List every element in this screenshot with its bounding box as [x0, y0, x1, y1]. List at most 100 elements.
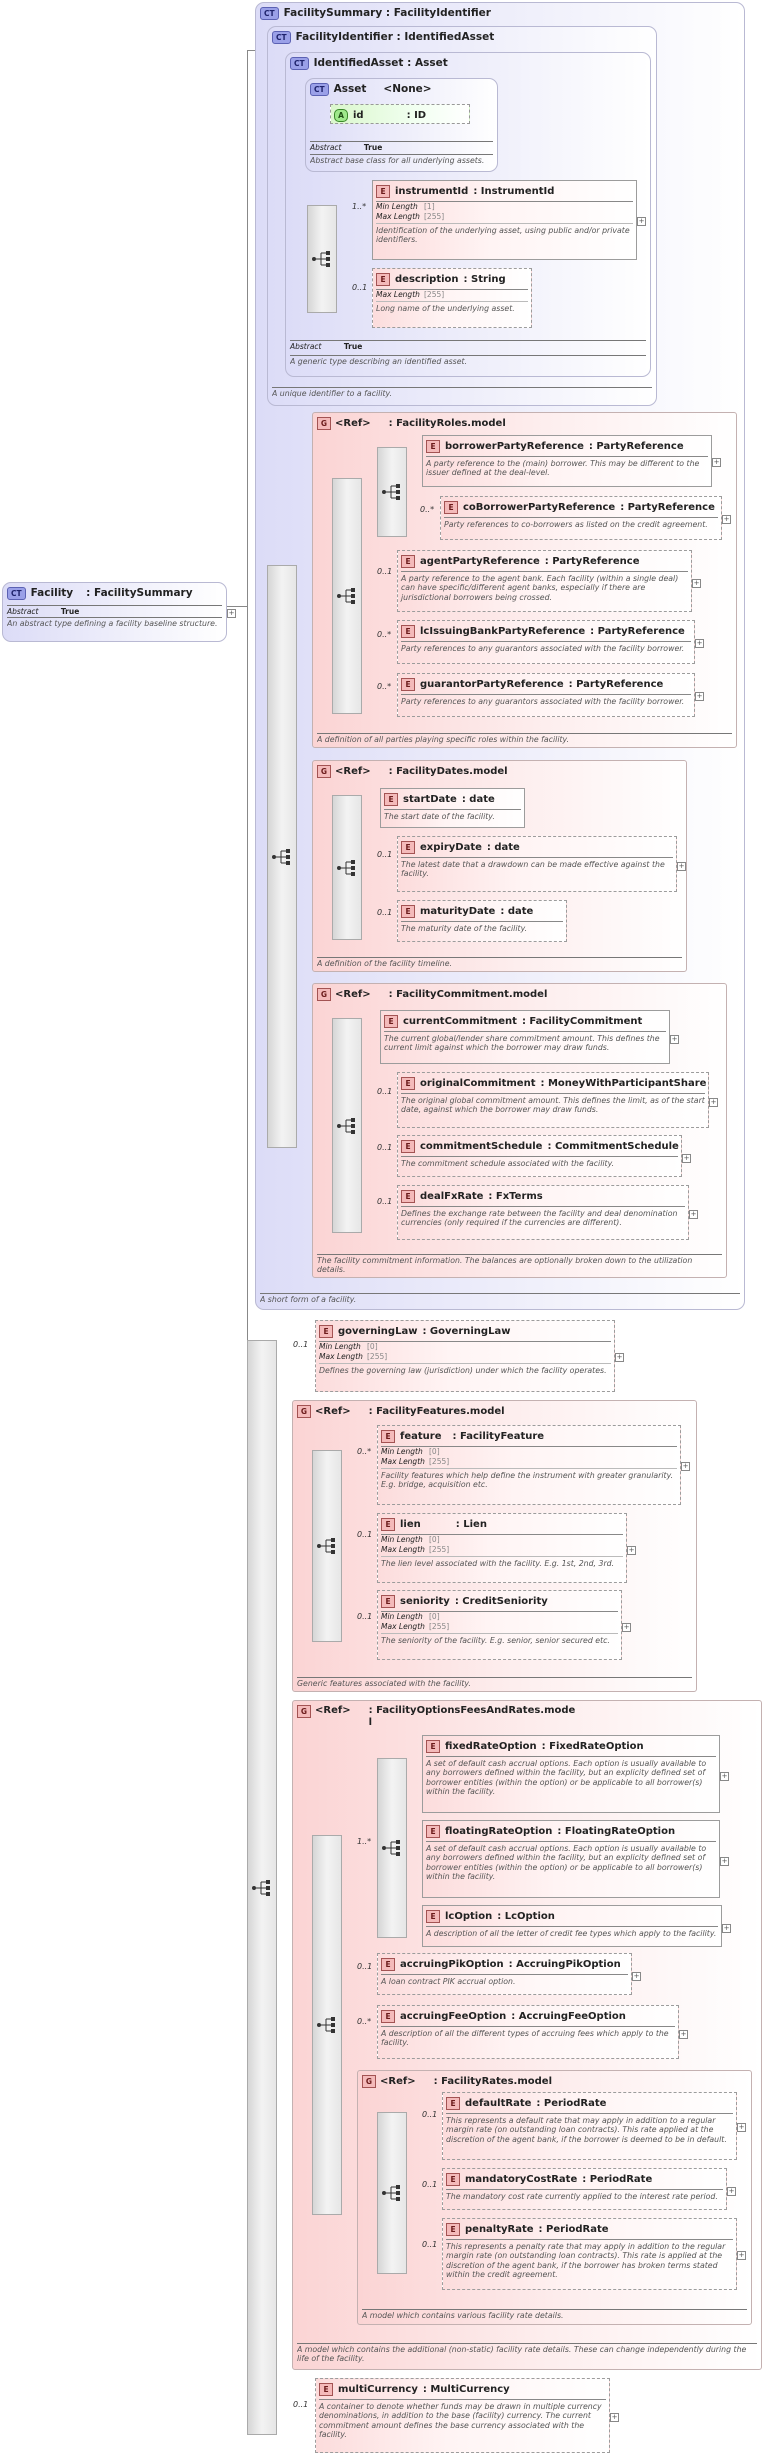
element-icon: E: [426, 1909, 440, 1923]
element-icon: E: [444, 500, 458, 514]
expand-icon[interactable]: +: [682, 1154, 691, 1163]
maturity-date-element[interactable]: E maturityDate : date The maturity date …: [397, 900, 567, 942]
element-name: dealFxRate: [420, 1190, 484, 1202]
element-icon: E: [446, 2172, 460, 2186]
expand-icon[interactable]: +: [632, 1972, 641, 1981]
multi-currency-element[interactable]: E multiCurrency : MultiCurrency A contai…: [315, 2378, 619, 2453]
expand-icon[interactable]: +: [610, 2413, 619, 2422]
id-attribute[interactable]: A id : ID: [330, 104, 470, 124]
expand-icon[interactable]: +: [689, 1210, 698, 1219]
sequence-compositor[interactable]: [267, 565, 297, 1148]
expand-icon[interactable]: +: [692, 579, 701, 588]
instrument-id-element[interactable]: E instrumentId : InstrumentId Min Length…: [372, 180, 646, 260]
sequence-compositor[interactable]: [312, 1450, 342, 1642]
lien-element[interactable]: E lien : Lien Min Length[0] Max Length[2…: [377, 1513, 636, 1583]
sequence-icon: [252, 1879, 270, 1896]
element-name: agentPartyReference: [420, 555, 540, 567]
expand-icon[interactable]: +: [227, 609, 236, 618]
expand-icon[interactable]: +: [627, 1546, 636, 1555]
expand-icon[interactable]: +: [737, 2123, 746, 2132]
mandatory-cost-rate-element[interactable]: E mandatoryCostRate : PeriodRate The man…: [442, 2168, 736, 2210]
penalty-rate-element[interactable]: E penaltyRate : PeriodRate This represen…: [442, 2218, 746, 2290]
expand-icon[interactable]: +: [695, 639, 704, 648]
group-title: : FacilityOptionsFeesAndRates.mode: [368, 1705, 576, 1716]
default-rate-element[interactable]: E defaultRate : PeriodRate This represen…: [442, 2092, 746, 2160]
expand-icon[interactable]: +: [622, 1623, 631, 1632]
expand-icon[interactable]: +: [677, 862, 686, 871]
commitment-schedule-element[interactable]: E commitmentSchedule : CommitmentSchedul…: [397, 1135, 691, 1177]
sequence-compositor[interactable]: [377, 2112, 407, 2274]
group-ref: <Ref>: [335, 766, 371, 777]
expand-icon[interactable]: +: [615, 1353, 624, 1362]
expand-icon[interactable]: +: [722, 1924, 731, 1933]
sequence-compositor[interactable]: [332, 478, 362, 714]
element-icon: E: [446, 2222, 460, 2236]
expand-icon[interactable]: +: [727, 2187, 736, 2196]
choice-compositor[interactable]: [377, 1758, 407, 1938]
expand-icon[interactable]: +: [720, 1857, 729, 1866]
element-icon: E: [384, 1014, 398, 1028]
sequence-compositor[interactable]: [312, 1835, 342, 2215]
element-doc: A party reference to the (main) borrower…: [426, 459, 700, 478]
group-title: : FacilityRates.model: [433, 2076, 552, 2087]
lc-option-element[interactable]: E lcOption : LcOption A description of a…: [422, 1905, 731, 1947]
asset-box[interactable]: CT Asset <None> Abstract True Abstract b…: [305, 78, 498, 172]
expand-icon[interactable]: +: [712, 458, 721, 467]
element-icon: E: [401, 677, 415, 691]
sequence-compositor[interactable]: [307, 205, 337, 313]
element-name: lcIssuingBankPartyReference: [420, 625, 586, 637]
identified-asset-doc: A generic type describing an identified …: [290, 355, 646, 366]
element-name: originalCommitment: [420, 1077, 536, 1089]
guarantor-party-reference-element[interactable]: E guarantorPartyReference : PartyReferen…: [397, 673, 704, 717]
cardinality: 0..1: [357, 1962, 373, 1971]
element-icon: E: [426, 1824, 440, 1838]
accruing-pik-option-element[interactable]: E accruingPikOption : AccruingPikOption …: [377, 1953, 641, 1995]
original-commitment-element[interactable]: E originalCommitment : MoneyWithParticip…: [397, 1072, 718, 1128]
sequence-compositor[interactable]: [377, 447, 407, 537]
expand-icon[interactable]: +: [637, 217, 646, 226]
facility-type-box[interactable]: CT Facility : FacilitySummary Abstract T…: [2, 582, 236, 642]
sequence-compositor[interactable]: [247, 1340, 277, 2435]
element-type: : AccruingPikOption: [508, 1958, 621, 1970]
start-date-element[interactable]: E startDate : date The start date of the…: [380, 788, 525, 828]
element-type: : FixedRateOption: [541, 1740, 644, 1752]
cardinality: 0..1: [422, 2180, 438, 2189]
governing-law-element[interactable]: E governingLaw : GoverningLaw Min Length…: [315, 1320, 624, 1392]
sequence-compositor[interactable]: [332, 795, 362, 940]
current-commitment-element[interactable]: E currentCommitment : FacilityCommitment…: [380, 1010, 679, 1064]
expand-icon[interactable]: +: [737, 2251, 746, 2260]
fixed-rate-option-element[interactable]: E fixedRateOption : FixedRateOption A se…: [422, 1735, 729, 1813]
element-type: : date: [461, 793, 495, 805]
agent-party-reference-element[interactable]: E agentPartyReference : PartyReference A…: [397, 550, 701, 612]
cardinality: 0..*: [357, 1447, 372, 1456]
expand-icon[interactable]: +: [722, 515, 731, 524]
floating-rate-option-element[interactable]: E floatingRateOption : FloatingRateOptio…: [422, 1820, 729, 1898]
complex-type-icon: CT: [272, 30, 291, 44]
cardinality: 0..*: [357, 2017, 372, 2026]
expand-icon[interactable]: +: [681, 1462, 690, 1471]
sequence-compositor[interactable]: [332, 1018, 362, 1233]
element-icon: E: [401, 1076, 415, 1090]
expand-icon[interactable]: +: [670, 1035, 679, 1044]
accruing-fee-option-element[interactable]: E accruingFeeOption : AccruingFeeOption …: [377, 2005, 688, 2059]
element-type: : GoverningLaw: [422, 1325, 511, 1337]
expand-icon[interactable]: +: [720, 1772, 729, 1781]
borrower-party-reference-element[interactable]: E borrowerPartyReference : PartyReferenc…: [422, 435, 721, 487]
group-title-wrap: l: [368, 1717, 373, 1728]
feature-element[interactable]: E feature : FacilityFeature Min Length[0…: [377, 1425, 690, 1505]
expand-icon[interactable]: +: [695, 692, 704, 701]
sequence-icon: [317, 2017, 335, 2033]
complex-type-icon: CT: [7, 586, 26, 600]
element-name: expiryDate: [420, 841, 482, 853]
seniority-element[interactable]: E seniority : CreditSeniority Min Length…: [377, 1590, 631, 1660]
expand-icon[interactable]: +: [679, 2030, 688, 2039]
description-element[interactable]: E description : String Max Length[255] L…: [372, 268, 532, 328]
cardinality: 0..1: [422, 2110, 438, 2119]
lc-issuing-bank-party-reference-element[interactable]: E lcIssuingBankPartyReference : PartyRef…: [397, 620, 704, 664]
expiry-date-element[interactable]: E expiryDate : date The latest date that…: [397, 836, 686, 892]
element-type: : PeriodRate: [582, 2173, 653, 2185]
co-borrower-party-reference-element[interactable]: E coBorrowerPartyReference : PartyRefere…: [440, 496, 731, 540]
cardinality: 1..*: [352, 202, 367, 211]
expand-icon[interactable]: +: [709, 1098, 718, 1107]
deal-fx-rate-element[interactable]: E dealFxRate : FxTerms Defines the excha…: [397, 1185, 698, 1240]
